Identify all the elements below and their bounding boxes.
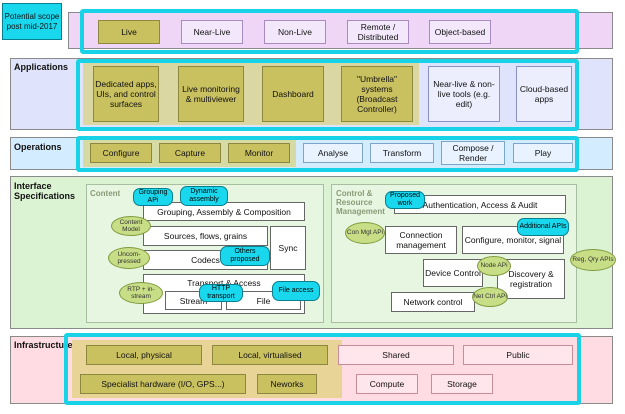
scope-label: Potential scope post mid-2017 bbox=[4, 11, 60, 31]
control-device: Device Control bbox=[423, 259, 483, 287]
control-network: Network control bbox=[391, 292, 475, 312]
top-remote: Remote / Distributed bbox=[347, 20, 409, 44]
bubble-reg-qry: Reg, Qry APIs bbox=[570, 249, 616, 271]
bubble-con-mgt: Con Mgt APi bbox=[345, 222, 385, 244]
control-connection: Connection management bbox=[385, 226, 457, 254]
control-title: Control & Resource Management bbox=[336, 189, 385, 216]
infrastructure-scope-frame bbox=[64, 333, 581, 405]
op-capture: Capture bbox=[159, 143, 221, 163]
content-sync: Sync bbox=[270, 226, 306, 270]
operations-scope-frame bbox=[76, 136, 579, 172]
op-compose: Compose / Render bbox=[441, 141, 505, 165]
app-dedicated: Dedicated apps, UIs, and control surface… bbox=[93, 66, 159, 122]
bubble-content-model: Content Model bbox=[111, 216, 151, 236]
bubble-node-api: Node APi bbox=[477, 256, 511, 276]
infra-local-physical: Local, physical bbox=[86, 345, 202, 365]
tag-proposed-work: Proposed work bbox=[385, 191, 425, 209]
tag-additional-apis: Additional APIs bbox=[517, 218, 569, 236]
bubble-rtp: RTP + in-stream bbox=[119, 282, 163, 304]
op-analyse: Analyse bbox=[303, 143, 363, 163]
tag-http-transport: HTTP transport bbox=[199, 284, 243, 302]
control-auth: Authentication, Access & Audit bbox=[394, 195, 566, 214]
infra-storage: Storage bbox=[431, 374, 493, 394]
tag-dynamic-assembly: Dynamic assembly bbox=[180, 186, 228, 206]
operations-label: Operations bbox=[14, 142, 62, 152]
applications-label: Applications bbox=[14, 62, 69, 72]
top-scope-frame bbox=[80, 9, 579, 54]
tag-grouping-api: Grouping APi bbox=[133, 188, 173, 206]
infra-networks: Neworks bbox=[257, 374, 317, 394]
infra-compute: Compute bbox=[356, 374, 418, 394]
infra-specialist: Specialist hardware (I/O, GPS...) bbox=[80, 374, 246, 394]
infra-local-virtualised: Local, virtualised bbox=[212, 345, 328, 365]
control-discovery: Discovery & registration bbox=[497, 259, 565, 299]
applications-scope-frame bbox=[76, 59, 579, 131]
infra-public: Public bbox=[463, 345, 573, 365]
app-monitoring: Live monitoring & multiviewer bbox=[178, 66, 244, 122]
top-live: Live bbox=[98, 20, 160, 44]
content-title: Content bbox=[90, 189, 121, 198]
app-cloud: Cloud-based apps bbox=[516, 66, 572, 122]
infra-shared: Shared bbox=[338, 345, 454, 365]
tag-others-proposed: Others proposed bbox=[220, 246, 270, 266]
op-monitor: Monitor bbox=[228, 143, 290, 163]
app-umbrella: "Umbrella" systems (Broadcast Controller… bbox=[341, 66, 413, 122]
content-sources: Sources, flows, grains bbox=[143, 226, 268, 246]
top-near-live: Near-Live bbox=[181, 20, 243, 44]
op-transform: Transform bbox=[370, 143, 434, 163]
app-dashboard: Dashboard bbox=[262, 66, 324, 122]
tag-file-access: File access bbox=[272, 281, 320, 301]
infrastructure-label: Infrastructure bbox=[14, 340, 73, 350]
op-configure: Configure bbox=[90, 143, 152, 163]
interface-label: Interface Specifications bbox=[14, 181, 76, 201]
top-non-live: Non-Live bbox=[264, 20, 326, 44]
app-near-live-tools: Near-live & non-live tools (e.g. edit) bbox=[428, 66, 500, 122]
bubble-net-ctrl: Net Ctrl APi bbox=[472, 287, 508, 307]
bubble-uncompressed: Uncom-pressed bbox=[108, 247, 150, 269]
scope-label-box: Potential scope post mid-2017 bbox=[2, 3, 62, 40]
op-play: Play bbox=[513, 143, 573, 163]
top-object: Object-based bbox=[429, 20, 491, 44]
